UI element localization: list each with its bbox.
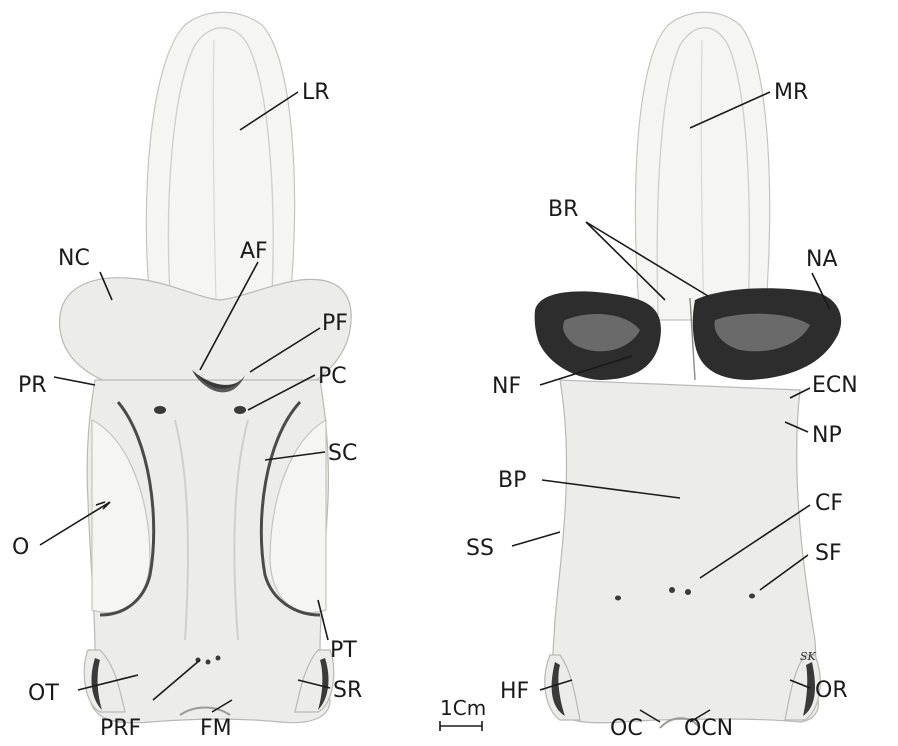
label-sr: SR: [333, 678, 362, 703]
label-prf: PRF: [100, 716, 141, 741]
label-sc: SC: [328, 441, 357, 466]
right-view-skull: [535, 12, 842, 728]
label-np: NP: [812, 423, 842, 448]
label-na: NA: [806, 247, 838, 272]
label-ot: OT: [28, 681, 59, 706]
pc-pit-right: [234, 406, 246, 414]
pc-pit-left: [154, 406, 166, 414]
label-oc: OC: [610, 716, 643, 741]
label-pt: PT: [330, 638, 357, 663]
label-lr: LR: [302, 80, 330, 105]
label-br: BR: [548, 197, 578, 222]
label-o: O: [12, 535, 29, 560]
label-nf: NF: [492, 374, 521, 399]
artist-signature: SK: [800, 650, 817, 663]
label-af: AF: [240, 239, 268, 264]
label-cf: CF: [815, 491, 843, 516]
right-skull-body: [550, 380, 818, 723]
scale-bar-label: 1Cm: [440, 696, 486, 720]
label-fm: FM: [200, 716, 232, 741]
label-ss: SS: [466, 536, 494, 561]
label-mr: MR: [774, 80, 808, 105]
label-ocn: OCN: [684, 716, 733, 741]
label-pf: PF: [322, 311, 348, 336]
label-pc: PC: [318, 364, 347, 389]
label-ecn: ECN: [812, 373, 858, 398]
label-bp: BP: [498, 468, 526, 493]
left-view-skull: [60, 12, 352, 723]
label-nc: NC: [58, 246, 90, 271]
label-hf: HF: [500, 679, 529, 704]
scale-bar: 1Cm: [440, 696, 486, 731]
label-or: OR: [815, 678, 848, 703]
label-pr: PR: [18, 373, 47, 398]
label-sf: SF: [815, 541, 842, 566]
